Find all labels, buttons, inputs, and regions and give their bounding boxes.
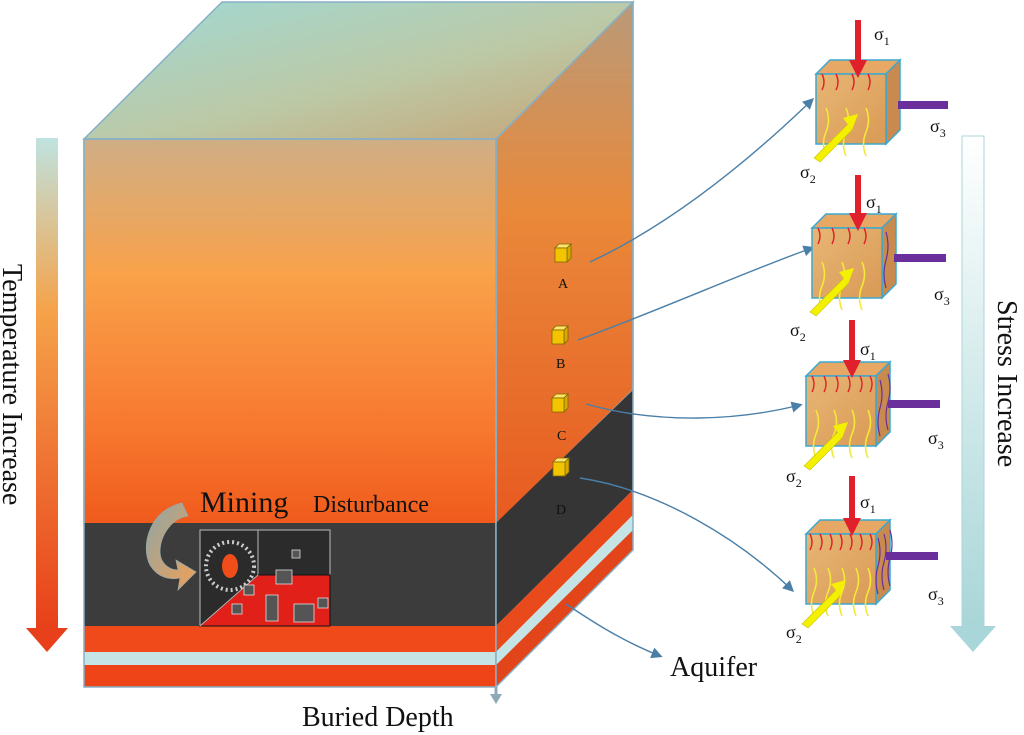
coal-seam-side	[495, 0, 634, 689]
sigma-3-cube4: σ3	[928, 584, 944, 608]
sigma-labels: σ1 σ3 σ2 σ1 σ3 σ2 σ1 σ3 σ2 σ1 σ3 σ2	[786, 24, 950, 646]
point-label-a: A	[558, 277, 569, 292]
mining-label: Mining	[200, 486, 288, 519]
sigma-1-cube2: σ1	[866, 192, 882, 216]
temperature-increase-label: Temperature Increase	[0, 264, 27, 505]
connector-lines	[565, 98, 815, 659]
sample-point-a	[554, 243, 572, 263]
stress-cube-3	[803, 320, 940, 471]
sigma-1-cube1: σ1	[874, 24, 890, 48]
sample-point-d	[552, 457, 570, 477]
point-label-b: B	[556, 357, 565, 372]
sigma-2-cube2: σ2	[790, 320, 806, 344]
stress-cube-1	[813, 20, 948, 163]
sigma-2-cube3: σ2	[786, 466, 802, 490]
sigma-3-cube2: σ3	[934, 284, 950, 308]
stress-cube-4	[801, 476, 938, 629]
sigma-3-cube1: σ3	[930, 116, 946, 140]
buried-depth-arrow	[490, 687, 502, 704]
rock-block	[82, 0, 635, 527]
sample-point-b	[551, 325, 569, 345]
point-label-c: C	[557, 429, 566, 444]
buried-depth-label: Buried Depth	[302, 702, 454, 733]
stress-cube-2	[809, 175, 946, 317]
point-label-d: D	[556, 503, 566, 518]
sigma-2-cube1: σ2	[800, 162, 816, 186]
sigma-3-cube3: σ3	[928, 428, 944, 452]
sigma-1-cube3: σ1	[860, 339, 876, 363]
sigma-1-cube4: σ1	[860, 492, 876, 516]
mining-area	[198, 529, 331, 627]
sample-point-c	[551, 393, 569, 413]
sigma-2-cube4: σ2	[786, 622, 802, 646]
mining-disturbance-arrow	[146, 502, 197, 592]
aquifer-label: Aquifer	[670, 652, 758, 683]
disturbance-label: Disturbance	[313, 492, 429, 518]
temperature-arrow	[26, 138, 68, 652]
stress-arrow	[950, 135, 996, 652]
stress-increase-label: Stress Increase	[991, 300, 1022, 467]
